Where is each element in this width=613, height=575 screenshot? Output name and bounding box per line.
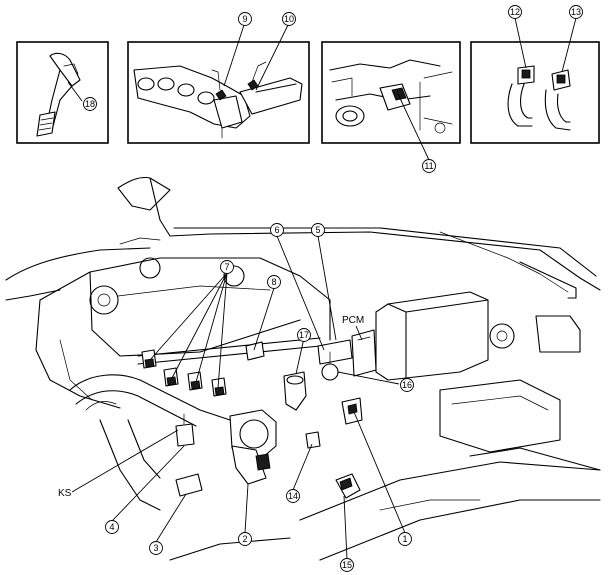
- callout-15: 15: [340, 558, 354, 572]
- svg-text:7: 7: [224, 262, 229, 272]
- ks-label: KS: [58, 488, 72, 499]
- svg-text:16: 16: [402, 380, 412, 390]
- callout-5: 5: [311, 223, 325, 237]
- svg-text:3: 3: [153, 543, 158, 553]
- callout-2: 2: [238, 532, 252, 546]
- inset-bracket-sensor: [321, 41, 461, 144]
- inset-accelerator-pedal: [16, 41, 109, 144]
- callout-12: 12: [508, 5, 522, 19]
- svg-text:5: 5: [315, 225, 320, 235]
- callout-16: 16: [400, 378, 414, 392]
- fuel-injector-3: [187, 371, 203, 391]
- callout-14: 14: [286, 489, 300, 503]
- svg-text:8: 8: [271, 277, 276, 287]
- engine-bay-illustration: [5, 176, 601, 561]
- callout-13: 13: [569, 5, 583, 19]
- callout-1: 1: [398, 532, 412, 546]
- callout-8: 8: [267, 275, 281, 289]
- callout-4: 4: [105, 520, 119, 534]
- callout-9: 9: [238, 12, 252, 26]
- svg-text:9: 9: [242, 14, 247, 24]
- callout-3: 3: [149, 541, 163, 555]
- inset-exhaust-manifold: [127, 41, 310, 144]
- svg-text:12: 12: [510, 7, 520, 17]
- svg-text:1: 1: [402, 534, 407, 544]
- svg-text:13: 13: [571, 7, 581, 17]
- svg-text:11: 11: [424, 161, 433, 171]
- svg-text:6: 6: [274, 225, 279, 235]
- inset-hose-sensors: [470, 41, 600, 144]
- svg-text:17: 17: [299, 330, 309, 340]
- callout-10: 10: [282, 12, 296, 26]
- callout-6: 6: [270, 223, 284, 237]
- callout-17: 17: [297, 328, 311, 342]
- fuel-injector-4: [211, 377, 227, 397]
- pcm-label: PCM: [342, 315, 364, 326]
- callout-7: 7: [220, 260, 234, 274]
- callout-18: 18: [83, 97, 97, 111]
- svg-text:18: 18: [85, 99, 95, 109]
- svg-text:14: 14: [288, 491, 298, 501]
- svg-text:10: 10: [284, 14, 294, 24]
- callout-11: 11: [422, 159, 436, 173]
- svg-text:15: 15: [342, 560, 352, 570]
- svg-text:4: 4: [109, 522, 114, 532]
- fuel-injector-1: [141, 349, 157, 369]
- svg-text:2: 2: [242, 534, 247, 544]
- leader-lines: [67, 17, 577, 560]
